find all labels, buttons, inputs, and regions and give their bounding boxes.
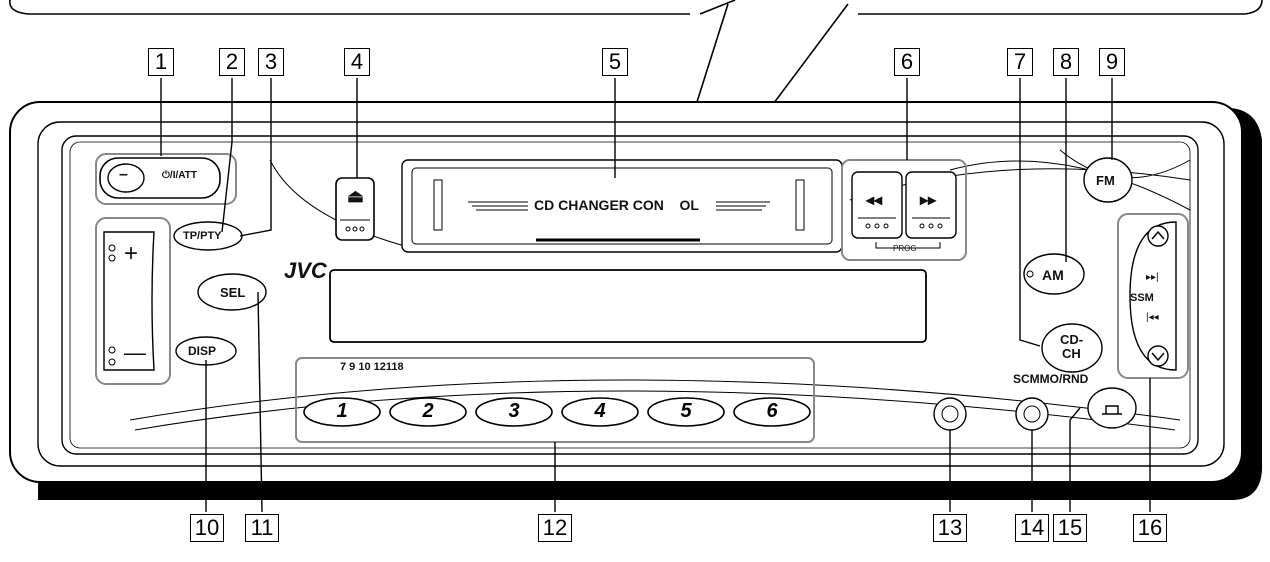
callout-8: 8 [1053,48,1079,76]
sel-label: SEL [220,285,246,300]
fast-forward-icon: ▸▸ [920,192,937,209]
cd-ch-label-2: CH [1062,346,1081,361]
release-icon [1102,405,1122,415]
preset-button-4[interactable] [561,397,639,427]
fm-label: FM [1096,173,1115,188]
preset-digit-6: 6 [766,400,778,422]
ssm-down-label: |◂◂ [1146,312,1159,323]
seek-buttons-group [841,159,967,261]
callout-16: 16 [1133,514,1167,542]
callout-3: 3 [258,48,284,76]
mo-rnd-button[interactable] [1015,397,1049,431]
preset-digit-4: 4 [594,400,606,422]
prog-label: PROG [893,244,917,253]
fast-forward-button[interactable] [905,171,957,239]
preset-button-6[interactable] [733,397,811,427]
scm-button[interactable] [933,397,967,431]
ssm-down-icon [1147,345,1169,367]
scm-mo-rnd-label: SCMMO/RND [1013,372,1089,386]
top-display-window [401,159,843,253]
am-label: AM [1042,267,1064,283]
preset-button-3[interactable] [475,397,553,427]
vol-minus-label: — [124,340,146,365]
rewind-button[interactable] [851,171,903,239]
callout-7: 7 [1007,48,1033,76]
left-control-panel [95,153,267,385]
callout-4: 4 [344,48,370,76]
volume-indicator-dots [108,244,116,366]
brand-logo: JVC [284,258,327,283]
tp-pty-label: TP/PTY [183,230,222,242]
preset-digit-1: 1 [336,400,348,422]
volume-rocker[interactable] [103,231,155,371]
cd-ch-label-1: CD- [1060,332,1084,347]
preset-button-5[interactable] [647,397,725,427]
power-att-label: ⏻/I/ATT [162,170,197,181]
release-button[interactable] [1087,387,1137,429]
display-text: CD CHANGER CON OL [534,197,699,213]
callout-13: 13 [933,514,967,542]
preset-digit-5: 5 [680,400,692,422]
callout-15: 15 [1053,514,1087,542]
sel-button[interactable] [197,273,267,311]
minus-button-label: – [119,166,128,183]
callout-6: 6 [894,48,920,76]
leader-lines [160,78,1151,513]
ssm-up-icon [1147,225,1169,247]
callout-10: 10 [190,514,224,542]
preset-digit-2: 2 [422,400,434,422]
vol-plus-label: + [124,240,139,267]
callout-11: 11 [245,514,279,542]
rewind-icon: ◂◂ [866,192,883,209]
cd-ch-button[interactable] [1041,323,1103,373]
eject-icon: ⏏ [347,186,365,206]
callout-5: 5 [602,48,628,76]
preset-button-2[interactable] [389,397,467,427]
preset-sub-label: 7 9 10 12118 [340,361,404,373]
callout-bubble [9,0,1263,15]
callout-2: 2 [219,48,245,76]
callout-12: 12 [538,514,572,542]
am-button[interactable] [1023,253,1085,295]
main-display [329,269,927,343]
disp-label: DISP [188,344,217,358]
ssm-up-label: ▸▸| [1146,272,1159,283]
fm-button[interactable] [1083,157,1133,203]
callout-1: 1 [148,48,174,76]
callout-9: 9 [1099,48,1125,76]
preset-button-1[interactable] [303,397,381,427]
att-button[interactable] [107,163,145,193]
preset-digit-3: 3 [508,400,520,422]
eject-button[interactable] [335,177,375,241]
callout-14: 14 [1015,514,1049,542]
ssm-label: SSM [1130,292,1154,304]
